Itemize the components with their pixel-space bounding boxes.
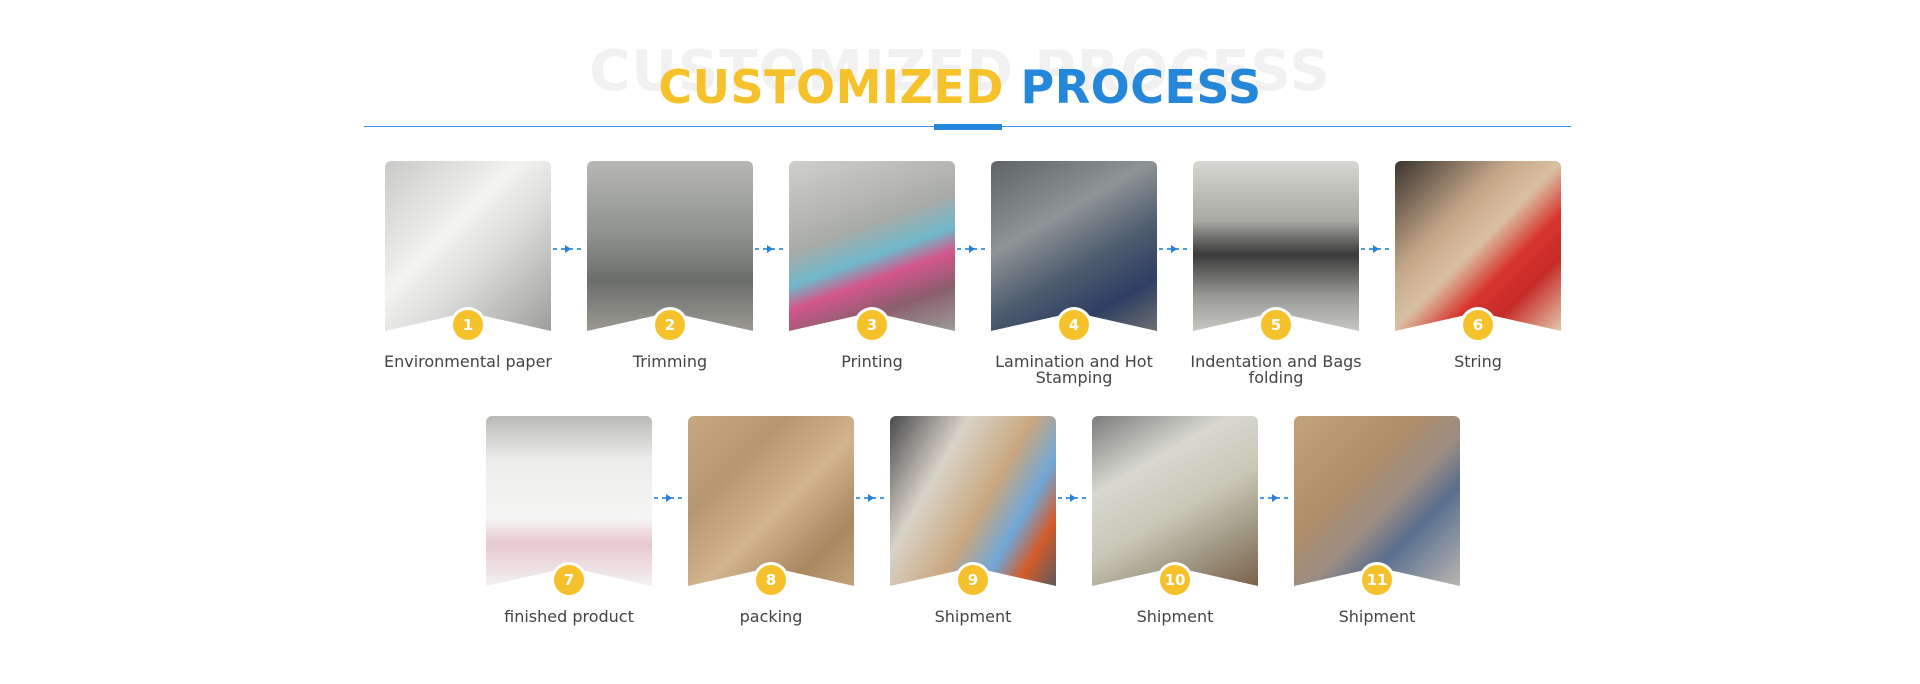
step-label: finished product [504,607,634,626]
arrow-right-icon [553,245,583,253]
step-number-badge: 9 [958,565,988,595]
step-number-badge: 11 [1362,565,1392,595]
step-number-badge: 2 [655,310,685,340]
step-photo-lamination-machine [991,161,1157,331]
arrow-right-icon [1058,494,1088,502]
arrow-right-icon [755,245,785,253]
step-photo-finished-bags [486,416,652,586]
step-label: Lamination and Hot Stamping [995,352,1153,387]
step-label: Indentation and Bags folding [1190,352,1362,387]
step-photo-printing-press [789,161,955,331]
step-number-badge: 6 [1463,310,1493,340]
step-number-badge: 4 [1059,310,1089,340]
arrow-right-icon [1260,494,1290,502]
arrow-right-icon [856,494,886,502]
step-number-badge: 10 [1160,565,1190,595]
step-photo-warehouse-shipment [1294,416,1460,586]
step-number-badge: 7 [554,565,584,595]
step-photo-container-loading [1092,416,1258,586]
step-label: Trimming [632,352,708,371]
title-divider-accent [934,124,1002,130]
arrow-right-icon [1159,245,1189,253]
section-title: CUSTOMIZED PROCESS CUSTOMIZED PROCESS [0,36,1920,116]
title-word-process: PROCESS [1020,60,1262,114]
step-number-badge: 5 [1261,310,1291,340]
step-photo-string-attaching [1395,161,1561,331]
page-title: CUSTOMIZED PROCESS [0,64,1920,110]
step-label: Printing [841,352,903,371]
step-label: Environmental paper [383,352,553,371]
step-label: String [1454,352,1502,371]
step-photo-paper-stock [385,161,551,331]
arrow-right-icon [1361,245,1391,253]
step-photo-trimming-machine [587,161,753,331]
step-label: Shipment [1136,607,1214,626]
step-photo-truck-loading [890,416,1056,586]
step-number-badge: 3 [857,310,887,340]
title-word-customized: CUSTOMIZED [658,60,1004,114]
step-photo-packed-cartons [688,416,854,586]
step-photo-folding-machine [1193,161,1359,331]
step-label: Shipment [1338,607,1416,626]
arrow-right-icon [957,245,987,253]
arrow-right-icon [654,494,684,502]
title-watermark: CUSTOMIZED PROCESS [589,39,1331,104]
step-label: Shipment [934,607,1012,626]
step-label: packing [739,607,803,626]
step-number-badge: 8 [756,565,786,595]
step-number-badge: 1 [453,310,483,340]
